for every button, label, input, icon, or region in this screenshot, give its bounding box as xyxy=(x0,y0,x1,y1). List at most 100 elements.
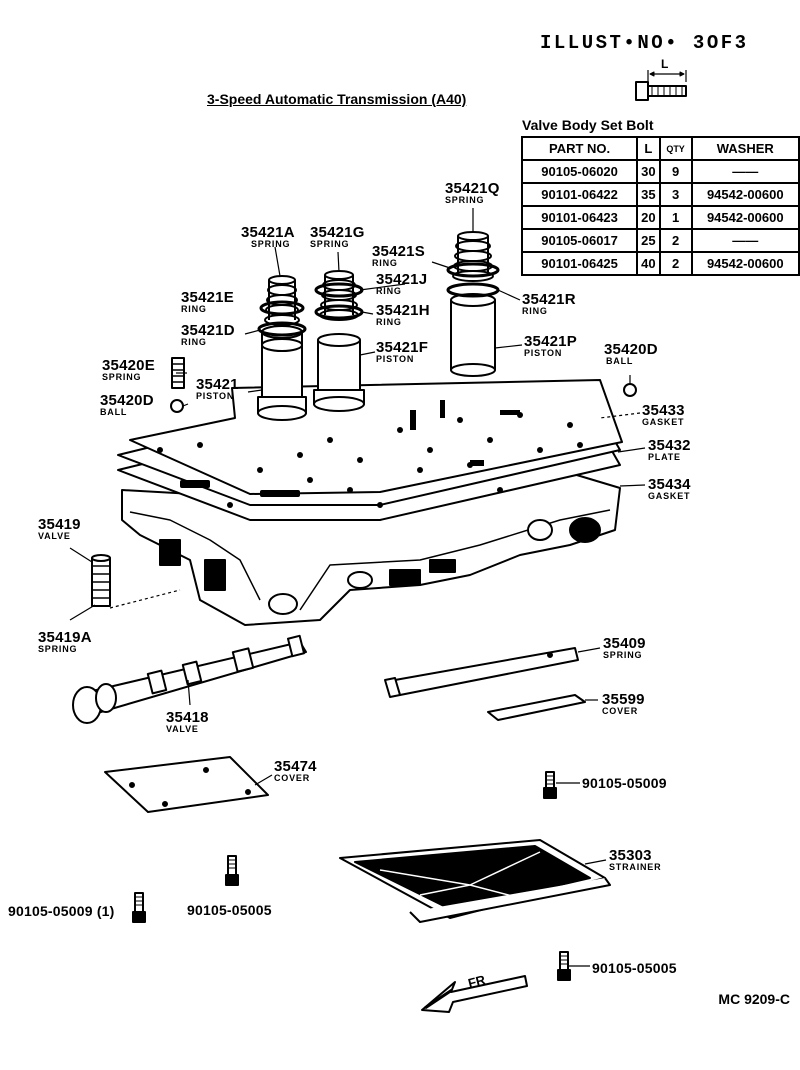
leader-lines xyxy=(69,208,646,967)
part-number: 35419 xyxy=(38,516,81,533)
cover-35474-icon xyxy=(104,756,269,813)
bolt-length-label: L xyxy=(661,57,669,71)
piston-35421f-icon xyxy=(313,333,365,412)
label-35419a: 35419A SPRING xyxy=(38,630,92,654)
cell-part-no: 90105-06020 xyxy=(520,159,639,184)
part-number: 35303 xyxy=(609,847,652,864)
part-number: 35421D xyxy=(181,322,235,339)
cell-part-no: 90101-06425 xyxy=(520,251,639,276)
label-35419: 35419 VALVE xyxy=(38,517,81,541)
ball-35420d-right-icon xyxy=(623,383,637,397)
ring-35421s-icon xyxy=(446,262,500,278)
part-number: 35421S xyxy=(372,243,425,260)
cell-qty: 9 xyxy=(658,159,693,184)
part-desc: PISTON xyxy=(376,354,415,364)
cell-length: 40 xyxy=(636,251,661,276)
label-35434: 35434 GASKET xyxy=(648,477,691,501)
part-desc: GASKET xyxy=(648,491,691,501)
plate-holes xyxy=(157,400,583,508)
illustration-number: ILLUST•NO• 3OF3 xyxy=(540,32,749,54)
part-desc: RING xyxy=(522,306,548,316)
label-35421s: 35421S RING xyxy=(372,244,425,268)
cell-length: 20 xyxy=(636,205,661,230)
table-title: Valve Body Set Bolt xyxy=(522,117,654,133)
header-part-no: PART NO. xyxy=(520,136,639,161)
label-35421: 35421 PISTON xyxy=(196,377,239,401)
piston-35421-icon xyxy=(257,325,307,421)
ball-35420d-left-icon xyxy=(170,399,184,413)
label-35421r: 35421R RING xyxy=(522,292,576,316)
bolt-label-b3: 90105-05005 xyxy=(187,902,272,918)
cell-length: 35 xyxy=(636,182,661,207)
part-number: 35421R xyxy=(522,291,576,308)
cell-washer: 94542-00600 xyxy=(690,205,800,230)
part-number: 35433 xyxy=(642,402,685,419)
part-number: 35421Q xyxy=(445,180,500,197)
part-desc: RING xyxy=(372,258,398,268)
part-desc: RING xyxy=(376,286,402,296)
part-number: 35421J xyxy=(376,271,428,288)
valve-35418-icon xyxy=(72,634,307,724)
piston-35421p-icon xyxy=(450,293,496,377)
cell-washer: —— xyxy=(690,159,800,184)
cell-part-no: 90101-06422 xyxy=(520,182,639,207)
part-number: 35434 xyxy=(648,476,691,493)
label-35418: 35418 VALVE xyxy=(166,710,209,734)
spring-35409-icon xyxy=(384,647,579,698)
header-washer: WASHER xyxy=(690,136,800,161)
ring-35421e-icon xyxy=(259,300,305,316)
part-desc: RING xyxy=(181,304,207,314)
page-title: 3-Speed Automatic Transmission (A40) xyxy=(207,91,467,107)
part-desc: RING xyxy=(376,317,402,327)
part-desc: SPRING xyxy=(310,239,350,249)
part-number: 35419A xyxy=(38,629,92,646)
part-number: 35421G xyxy=(310,224,365,241)
part-desc: SPRING xyxy=(603,650,643,660)
table-row: 90105-06017 25 2 —— xyxy=(520,228,800,253)
separator-plate-stack-icon xyxy=(117,379,623,521)
part-number: 35421F xyxy=(376,339,429,356)
label-35420e: 35420E SPRING xyxy=(102,358,155,382)
cell-length: 30 xyxy=(636,159,661,184)
part-desc: PISTON xyxy=(196,391,235,401)
label-35421j: 35421J RING xyxy=(376,272,427,296)
bolt-b2-icon xyxy=(132,892,146,923)
part-number: 35409 xyxy=(603,635,646,652)
part-number: 35474 xyxy=(274,758,317,775)
label-35421a: 35421A SPRING xyxy=(241,225,295,249)
label-35421h: 35421H RING xyxy=(376,303,430,327)
cell-washer: 94542-00600 xyxy=(690,251,800,276)
part-desc: STRAINER xyxy=(609,862,662,872)
strainer-35303-icon xyxy=(339,839,611,923)
bolt-b3-icon xyxy=(225,855,239,886)
part-number: 35420D xyxy=(604,341,658,358)
part-desc: VALVE xyxy=(38,531,71,541)
part-desc: PISTON xyxy=(524,348,563,358)
part-desc: BALL xyxy=(100,407,128,417)
table-row: 90105-06020 30 9 —— xyxy=(520,159,800,184)
part-desc: BALL xyxy=(606,356,634,366)
front-direction-arrow-icon xyxy=(421,975,528,1013)
part-desc: RING xyxy=(181,337,207,347)
part-number: 35599 xyxy=(602,691,645,708)
cell-washer: 94542-00600 xyxy=(690,182,800,207)
label-35303: 35303 STRAINER xyxy=(609,848,661,872)
part-number: 35421P xyxy=(524,333,577,350)
cell-qty: 2 xyxy=(658,251,693,276)
part-number: 35421 xyxy=(196,376,239,393)
label-35433: 35433 GASKET xyxy=(642,403,685,427)
dimension-bolt-icon xyxy=(635,70,687,101)
cover-35599-icon xyxy=(487,694,586,721)
header-length: L xyxy=(636,136,661,161)
ring-35421d-icon xyxy=(257,321,307,337)
part-desc: GASKET xyxy=(642,417,685,427)
label-35409: 35409 SPRING xyxy=(603,636,646,660)
cell-qty: 1 xyxy=(658,205,693,230)
cell-part-no: 90105-06017 xyxy=(520,228,639,253)
cell-washer: —— xyxy=(690,228,800,253)
table-row: 90101-06423 20 1 94542-00600 xyxy=(520,205,800,230)
label-35421e: 35421E RING xyxy=(181,290,234,314)
header-qty: QTY xyxy=(658,136,693,161)
part-desc: SPRING xyxy=(251,239,291,249)
